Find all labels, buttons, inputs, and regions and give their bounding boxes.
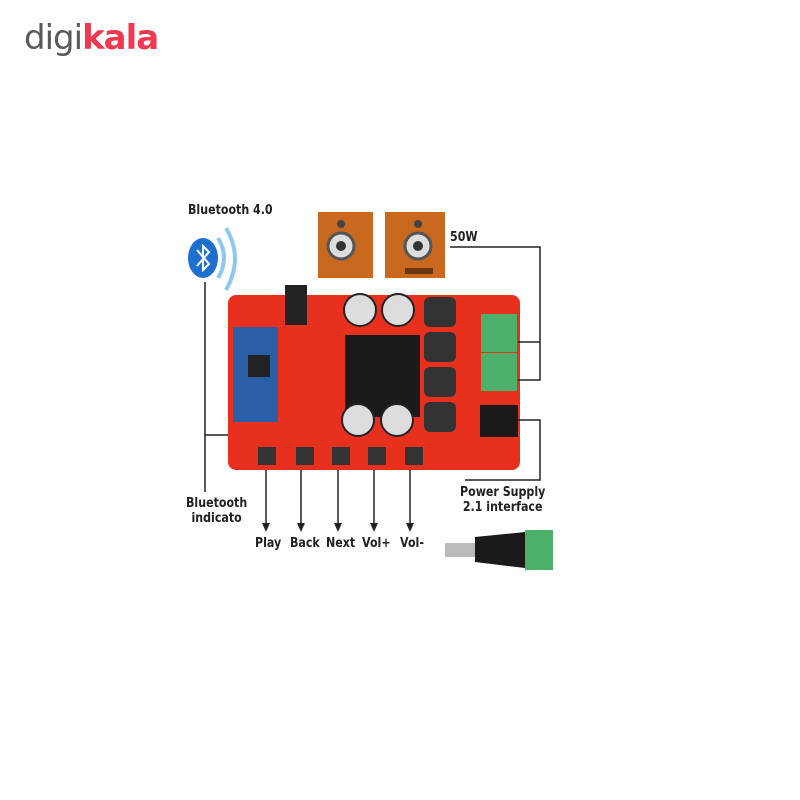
button-label-vol-up: Vol+ bbox=[362, 536, 391, 551]
button-label-next: Next bbox=[326, 536, 356, 551]
dc-jack bbox=[480, 405, 518, 437]
power-label: 50W bbox=[450, 230, 478, 245]
bluetooth-indicator-label: Bluetooth indicato bbox=[186, 496, 248, 526]
audio-jack bbox=[285, 285, 307, 325]
bluetooth-version-label: Bluetooth 4.0 bbox=[188, 203, 273, 218]
speaker-left-icon bbox=[318, 212, 373, 278]
speaker-right-icon bbox=[385, 212, 445, 278]
speaker-terminal bbox=[481, 314, 517, 352]
speaker-terminal bbox=[481, 353, 517, 391]
button-label-back: Back bbox=[290, 536, 320, 551]
amplifier-board bbox=[228, 285, 520, 470]
button-label-vol-down: Vol- bbox=[400, 536, 424, 551]
button-label-play: Play bbox=[255, 536, 282, 551]
dc-adapter-plug bbox=[445, 530, 553, 570]
bluetooth-icon bbox=[188, 226, 237, 291]
power-supply-label: Power Supply 2.1 interface bbox=[460, 485, 546, 515]
digikala-logo: digikala bbox=[24, 18, 159, 58]
